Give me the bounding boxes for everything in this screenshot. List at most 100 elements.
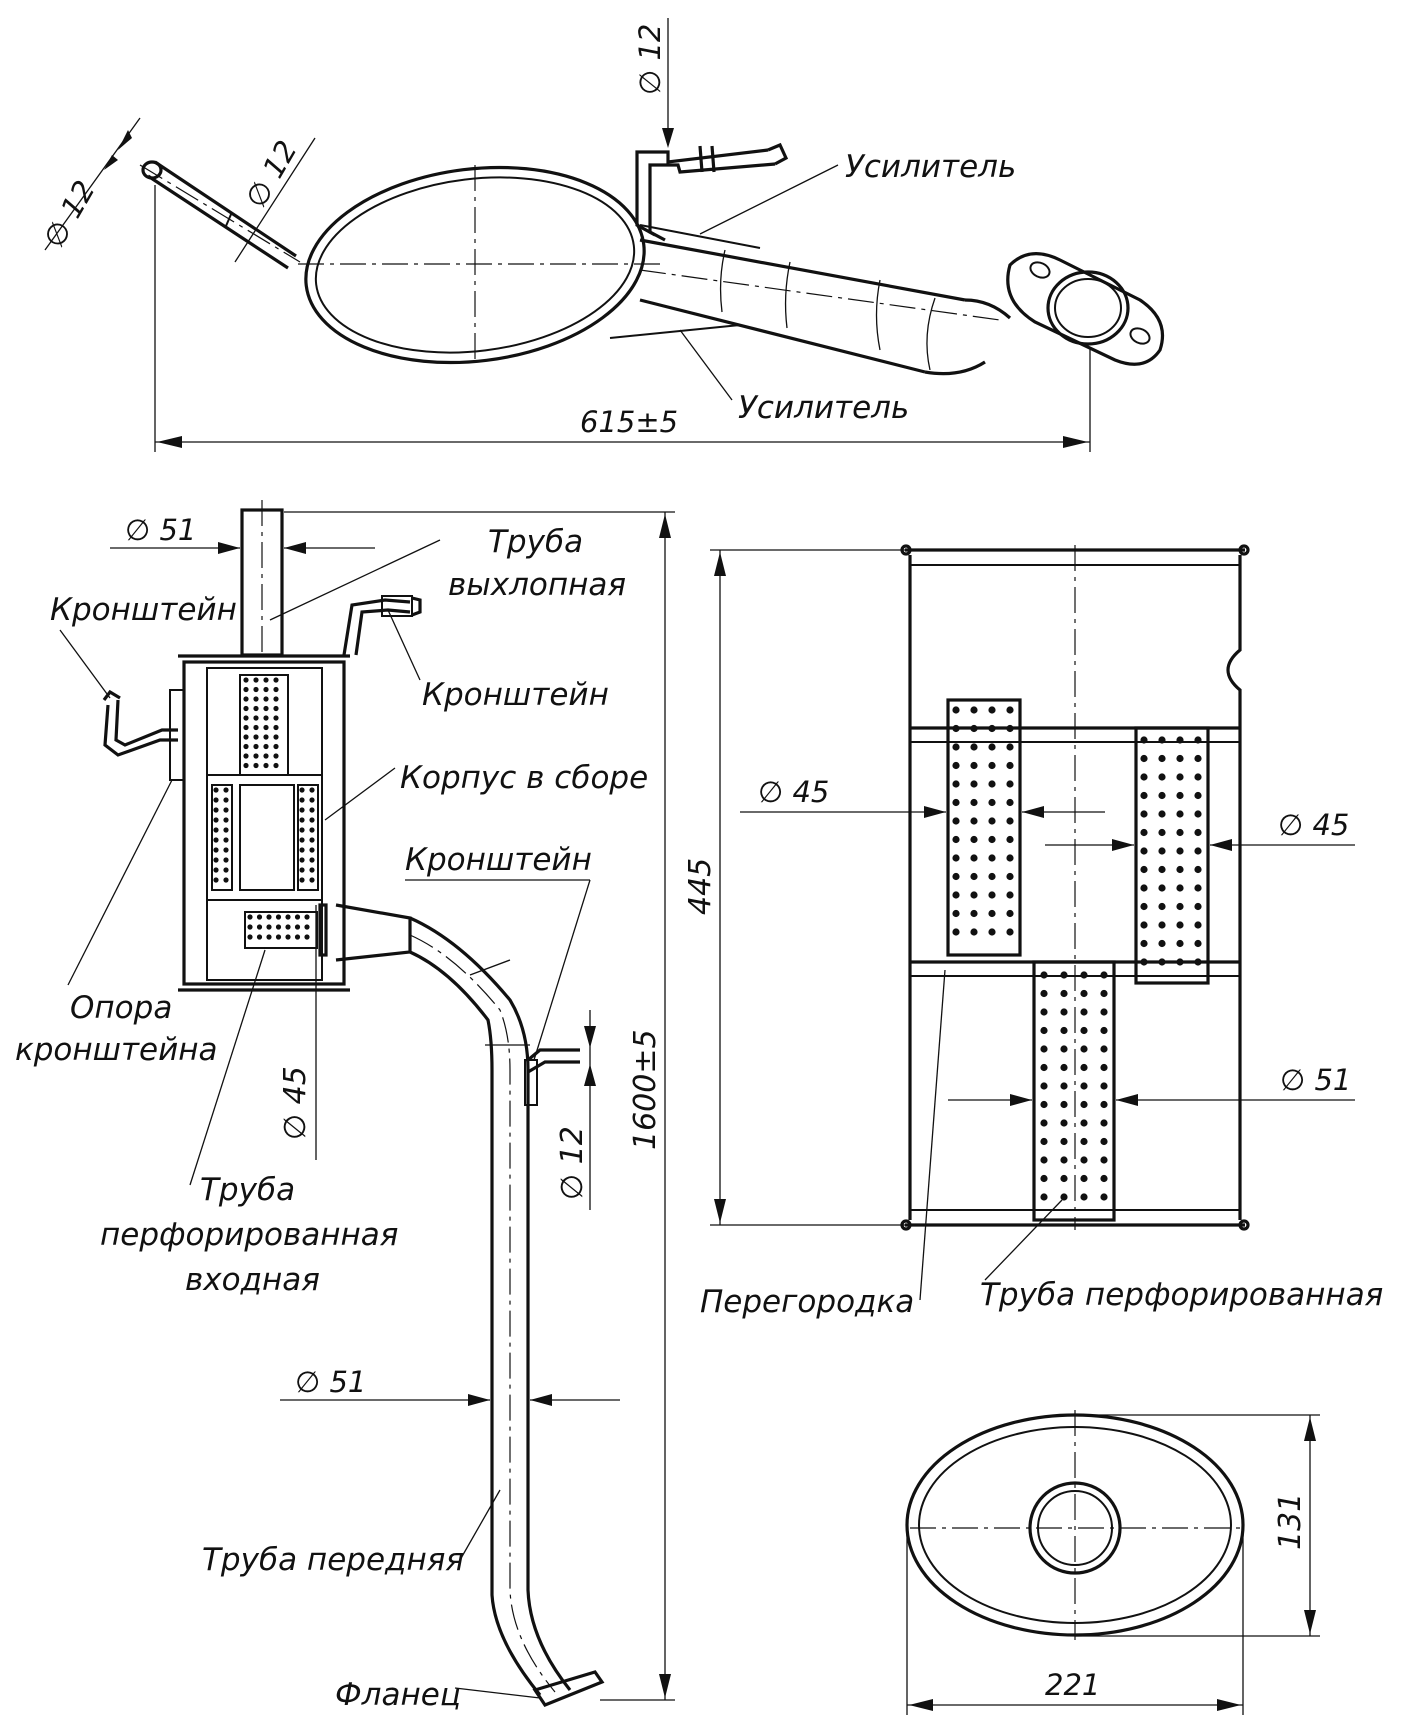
perforation-hole: [273, 677, 279, 683]
perforation-hole: [213, 847, 219, 853]
perforation-hole: [243, 762, 249, 769]
perforation-hole: [273, 724, 279, 731]
perforation-hole: [213, 857, 219, 863]
perforation-hole: [1194, 902, 1202, 911]
perforation-hole: [970, 854, 978, 862]
perforation-hole: [263, 677, 269, 683]
bracket-top: [635, 142, 789, 242]
perforation-hole: [1158, 884, 1166, 892]
dim-section-right-text: ∅ 45: [1278, 808, 1349, 842]
perforation-hole: [1100, 1026, 1108, 1035]
perforation-hole: [952, 909, 960, 918]
perforation-hole: [309, 867, 315, 873]
perforation-hole: [299, 807, 305, 813]
perforation-hole: [273, 686, 279, 693]
leader-perf-pipe: [984, 1199, 1063, 1281]
perforation-hole: [1100, 1063, 1108, 1072]
perforation-hole: [1176, 902, 1184, 911]
perforation-hole: [253, 686, 259, 693]
perforation-hole: [304, 924, 310, 930]
label-bracket-support-1: Опора: [70, 990, 172, 1026]
perforation-hole: [1140, 902, 1148, 911]
perforation-hole: [299, 857, 305, 863]
perforation-hole: [1140, 791, 1148, 800]
perforation-hole: [309, 847, 315, 853]
perforation-hole: [988, 909, 996, 918]
perforation-hole: [1100, 1137, 1108, 1146]
perforation-hole: [988, 706, 996, 714]
dim-section-right: ∅ 45: [1045, 808, 1355, 851]
perforation-hole: [988, 835, 996, 844]
perforation-hole: [1080, 1045, 1088, 1053]
perforation-hole: [1194, 754, 1202, 763]
perforation-hole: [1040, 1174, 1048, 1183]
perforation-hole: [253, 715, 259, 721]
perforation-hole: [285, 934, 291, 940]
dim-end-height: 131: [1075, 1414, 1320, 1637]
perforation-hole: [1060, 989, 1068, 998]
perforation-hole: [243, 743, 249, 750]
perforation-hole: [952, 706, 960, 714]
perforation-hole: [243, 677, 249, 683]
perforation-hole: [1176, 828, 1184, 837]
perforation-hole: [952, 817, 960, 825]
perforation-hole: [1100, 1045, 1108, 1053]
perforation-hole: [256, 934, 263, 940]
perforation-hole: [1158, 810, 1166, 818]
perforation-hole: [253, 724, 259, 731]
perforation-hole: [223, 847, 229, 853]
perforation-hole: [970, 743, 978, 751]
dim-exhaust-text: ∅ 51: [125, 513, 196, 547]
perforation-hole: [1158, 921, 1166, 929]
leader-partition: [919, 969, 946, 1301]
perforation-hole: [223, 867, 229, 873]
perforation-hole: [253, 743, 259, 750]
perforation-hole: [1040, 1063, 1048, 1072]
perforation-hole: [1040, 1156, 1048, 1164]
perforation-hole: [970, 761, 978, 770]
perforation-hole: [213, 827, 219, 833]
perforation-hole: [1100, 1008, 1108, 1016]
perforation-hole: [1100, 1100, 1108, 1109]
perforation-hole: [1040, 1119, 1048, 1127]
perforation-hole: [1080, 1137, 1088, 1146]
dim-exhaust: ∅ 51: [110, 513, 375, 554]
dim-front-pipe-text: ∅ 51: [295, 1365, 366, 1399]
perforation-hole: [1158, 865, 1166, 874]
perforation-hole: [1158, 773, 1166, 781]
perforation-hole: [1176, 939, 1184, 948]
perforation-hole: [1140, 939, 1148, 948]
perforation-hole: [1060, 1063, 1068, 1072]
perforation-hole: [988, 872, 996, 881]
perforation-hole: [1040, 1008, 1048, 1016]
dim-bracket-front: ∅ 12: [555, 1010, 596, 1210]
perforation-hole: [1176, 736, 1184, 744]
leader-perf-inlet: [189, 949, 266, 1186]
perforation-hole: [1194, 921, 1202, 929]
perforation-hole: [1158, 828, 1166, 837]
perforation-hole: [1006, 817, 1014, 825]
perforation-hole: [243, 753, 249, 759]
leader-bracket-front: [533, 879, 591, 1061]
perforation-hole: [1060, 1193, 1068, 1201]
perforation-hole: [1060, 1008, 1068, 1016]
perforation-hole: [1140, 921, 1148, 929]
perforation-hole: [1006, 835, 1014, 844]
perforation-hole: [1060, 1045, 1068, 1053]
perforation-hole: [309, 877, 315, 883]
end-view: 131 221: [905, 1410, 1320, 1715]
perforation-hole: [1194, 736, 1202, 744]
dim-left-end: ∅ 12: [37, 117, 141, 254]
perforation-hole: [294, 934, 301, 940]
perforation-hole: [243, 686, 249, 693]
perforation-hole: [273, 696, 279, 702]
section-tube-bottom: [1032, 960, 1116, 1222]
perforation-hole: [988, 724, 996, 733]
perforation-hole: [970, 817, 978, 825]
perforation-hole: [988, 761, 996, 770]
perforation-hole: [1140, 810, 1148, 818]
perforation-hole: [299, 847, 305, 853]
perforation-hole: [299, 877, 305, 883]
dim-inlet-text: ∅ 45: [278, 1066, 313, 1140]
